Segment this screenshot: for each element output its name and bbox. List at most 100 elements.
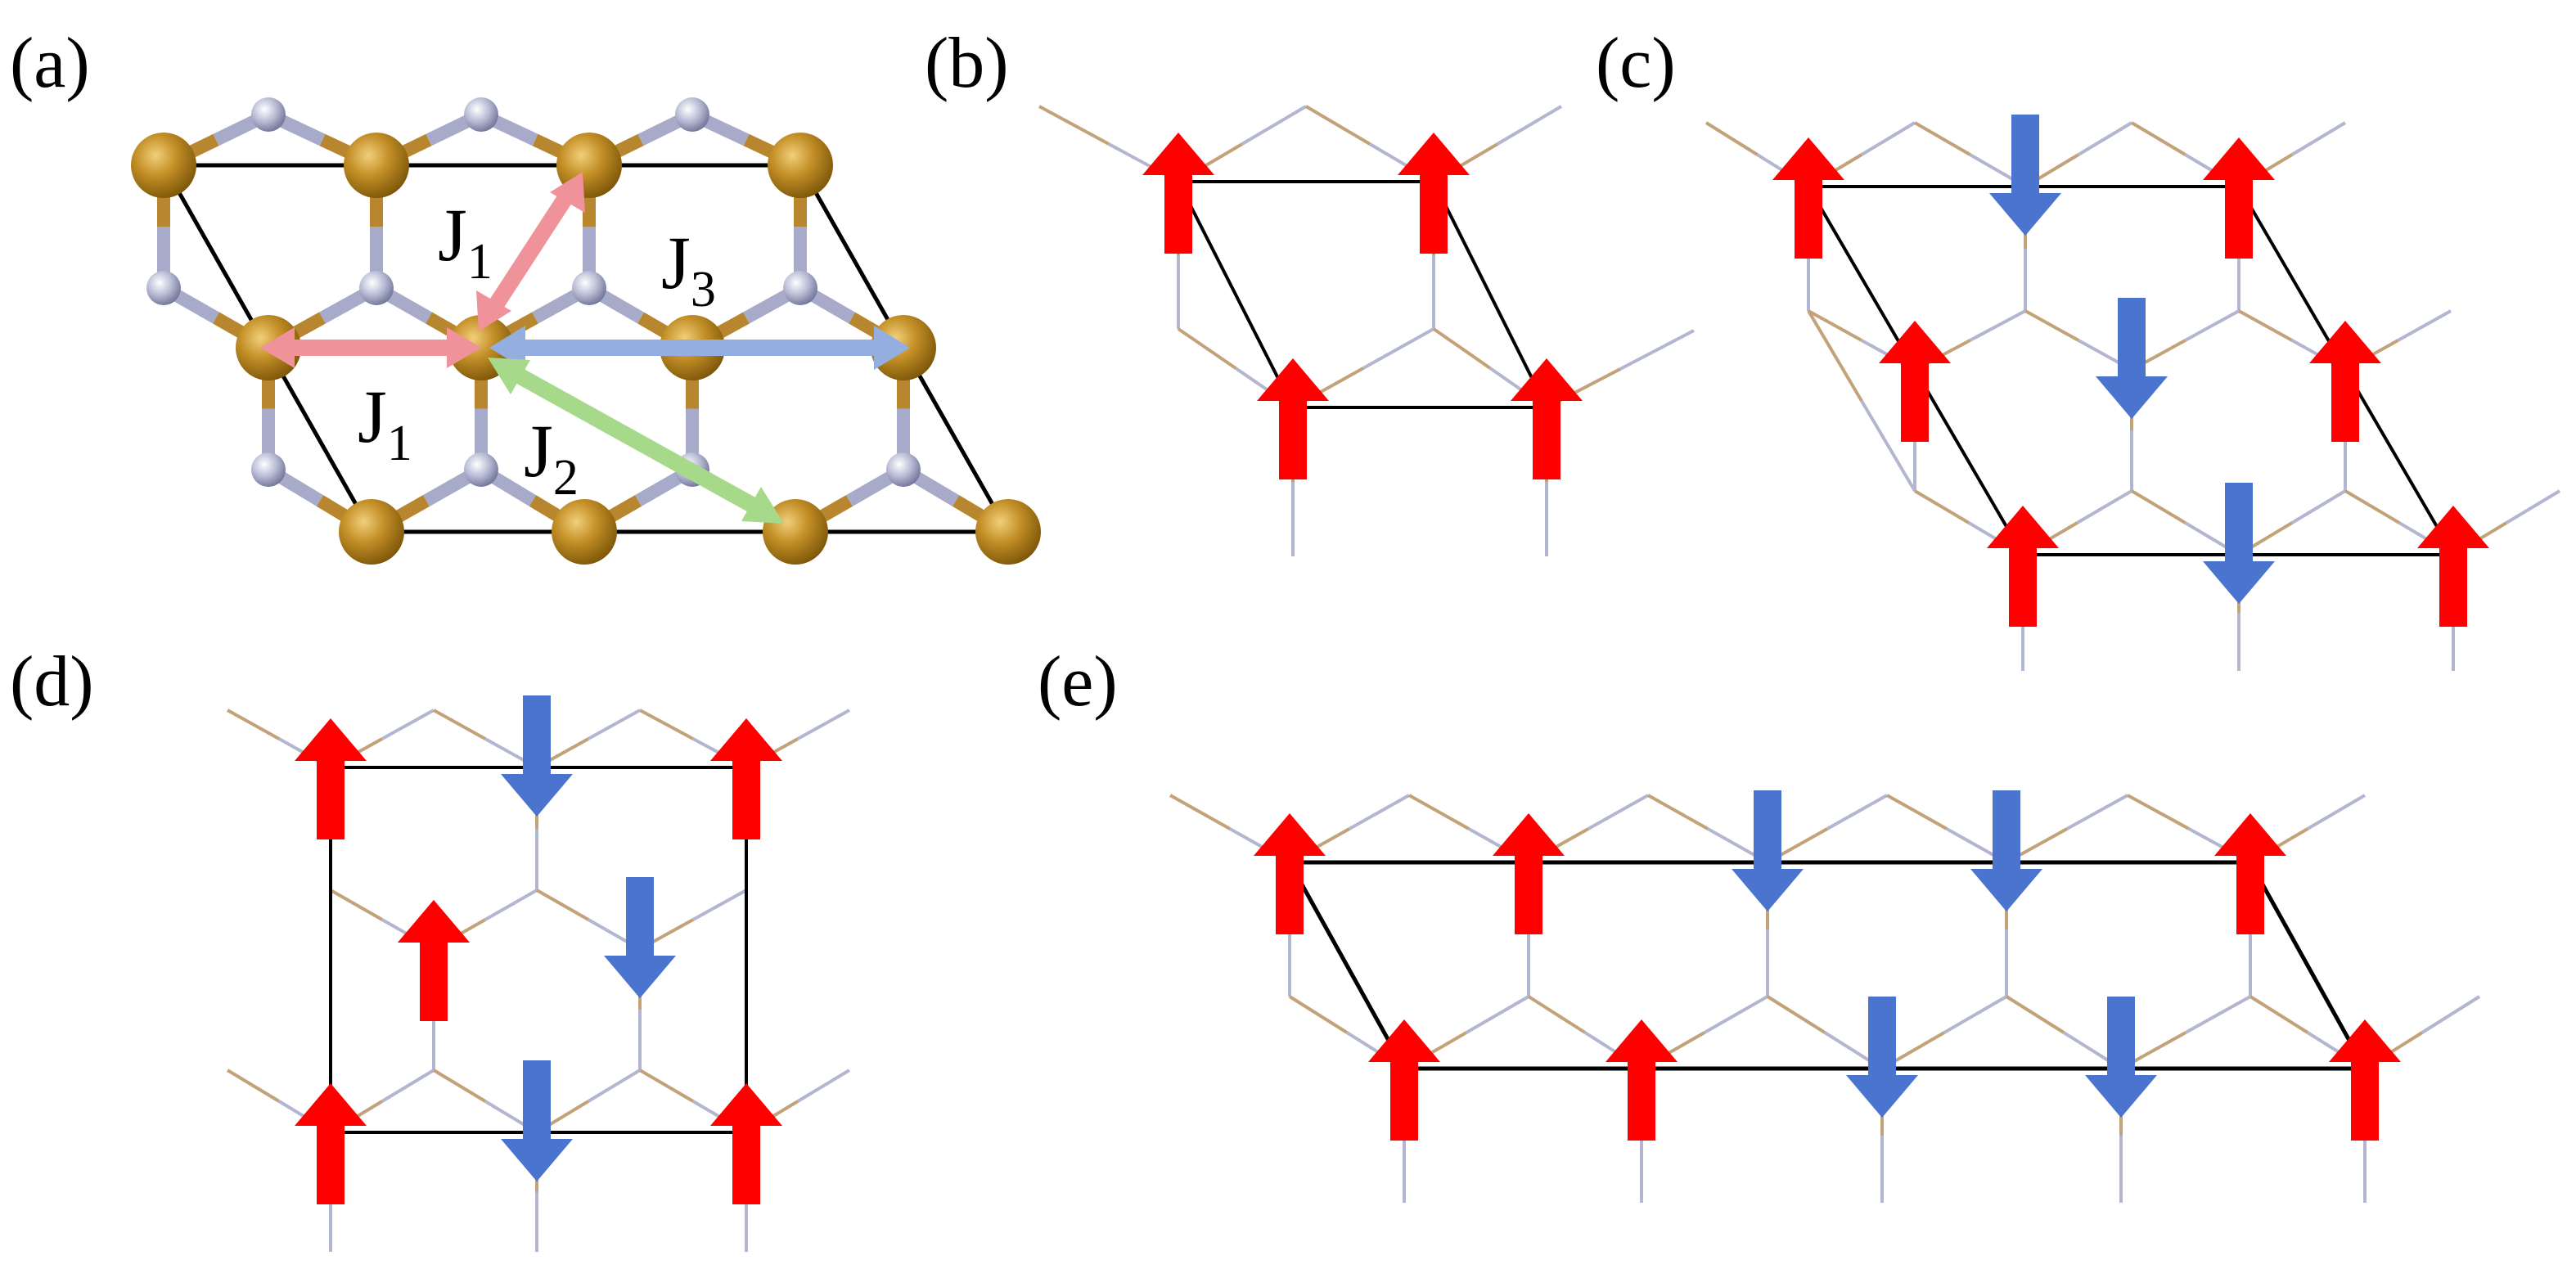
panel-label-d: (d) — [10, 642, 94, 722]
ligand-atom — [886, 452, 921, 487]
lattice-bond — [2130, 489, 2186, 524]
spin-down-arrow — [501, 1060, 573, 1181]
spin-up-arrow — [1142, 133, 1214, 254]
ligand-atom — [251, 452, 286, 487]
lattice-bond — [1808, 309, 1862, 342]
spin-up-arrow — [295, 1083, 367, 1204]
lattice-bond — [227, 709, 280, 740]
lattice-bond — [1169, 794, 1231, 830]
j1-arrow-horizontal — [260, 327, 481, 368]
metal-atom — [975, 499, 1041, 565]
ligand-atom — [464, 97, 498, 132]
metal-atom — [763, 499, 828, 565]
spin-config-b — [1038, 105, 1695, 556]
spin-down-arrow — [1846, 997, 1918, 1118]
ligand-atom — [359, 271, 394, 305]
lattice-bond — [1349, 794, 1410, 830]
metal-atom — [768, 133, 833, 198]
j2-arrow — [488, 358, 784, 524]
lattice-bond — [1496, 105, 1563, 146]
spin-up-arrow — [2329, 1019, 2401, 1141]
lattice-bond — [2185, 995, 2251, 1034]
spin-up-arrow — [1772, 137, 1844, 259]
spin-up-arrow — [398, 900, 470, 1021]
spin-down-arrow — [501, 695, 573, 817]
lattice-bond — [484, 889, 538, 921]
lattice-bond — [2249, 995, 2309, 1034]
lattice-bond — [1288, 995, 1349, 1034]
ligand-atom — [783, 271, 817, 305]
spin-up-arrow — [710, 718, 782, 839]
j1-label-upper: J1 — [438, 193, 493, 290]
lattice-bond — [1362, 327, 1434, 370]
lattice-bond — [330, 889, 383, 921]
lattice-bond — [1807, 309, 1863, 403]
lattice-bond — [2238, 309, 2293, 342]
lattice-bond — [639, 709, 694, 740]
lattice-bond — [1704, 995, 1768, 1034]
lattice-bond — [1826, 794, 1888, 830]
ligand-atom — [146, 271, 181, 305]
lattice-bond — [1705, 121, 1759, 156]
lattice-bond — [2397, 309, 2452, 342]
lattice-bond — [1038, 105, 1110, 146]
spin-arrows — [295, 695, 782, 1204]
lattice-bond — [2184, 309, 2240, 342]
lattice-bond — [2290, 121, 2347, 156]
lattice-bond — [2066, 794, 2128, 830]
lattice-bond — [1913, 489, 1970, 524]
metal-atom — [339, 499, 404, 565]
lattice-bond — [536, 889, 589, 921]
lattice-bond — [796, 1069, 851, 1103]
j1-label-lower: J1 — [358, 375, 412, 471]
lattice-bond — [1913, 121, 1971, 156]
lattice-bond — [1943, 995, 2008, 1034]
spin-down-arrow — [1732, 790, 1804, 911]
crystal-structure-panel: J1 J1 J2 J3 — [131, 97, 1041, 565]
lattice-bond — [692, 889, 747, 921]
spin-down-arrow — [2085, 997, 2157, 1118]
spin-up-arrow — [2417, 506, 2489, 627]
metal-atom — [131, 133, 196, 198]
lattice-bond — [432, 1069, 487, 1103]
lattice-bond — [1527, 995, 1587, 1034]
spin-up-arrow — [1368, 1019, 1440, 1141]
spin-arrows — [1254, 790, 2401, 1141]
ligand-atom — [572, 271, 606, 305]
spin-up-arrow — [1605, 1019, 1678, 1141]
spin-up-arrow — [1398, 133, 1470, 254]
ligand-atom — [464, 452, 498, 487]
spin-up-arrow — [2309, 321, 2381, 442]
j1-arrow-diagonal — [476, 172, 585, 331]
spin-down-arrow — [1989, 115, 2061, 236]
panel-label-b: (b) — [925, 24, 1009, 103]
lattice-bond — [2130, 121, 2186, 156]
ligand-atom — [251, 97, 286, 132]
lattice-bond — [1241, 105, 1308, 146]
lattice-bond — [2421, 995, 2481, 1034]
j2-label: J2 — [524, 409, 579, 506]
j3-arrow — [489, 326, 910, 370]
lattice-bond — [2076, 489, 2133, 524]
lattice-bond — [2024, 309, 2079, 342]
lattice-bond — [588, 709, 641, 740]
panel-label-a: (a) — [10, 24, 90, 103]
j3-label: J3 — [661, 221, 716, 317]
lattice-bond — [1177, 327, 1237, 370]
lattice-bond — [797, 709, 850, 740]
spin-config-e — [1169, 790, 2481, 1203]
lattice-bond — [1766, 995, 1826, 1034]
spin-up-arrow — [710, 1083, 782, 1204]
lattice-bond — [2127, 794, 2190, 830]
lattice-bond — [226, 1069, 281, 1103]
spin-up-arrow — [1254, 813, 1326, 934]
lattice-bond — [1432, 327, 1492, 370]
lattice-bond — [1969, 309, 2026, 342]
spin-down-arrow — [604, 877, 676, 998]
spin-down-arrow — [2096, 298, 2168, 419]
lattice-bond — [587, 1069, 642, 1103]
spin-up-arrow — [1879, 321, 1951, 442]
lattice-bond — [433, 709, 486, 740]
spin-up-arrow — [1493, 813, 1565, 934]
